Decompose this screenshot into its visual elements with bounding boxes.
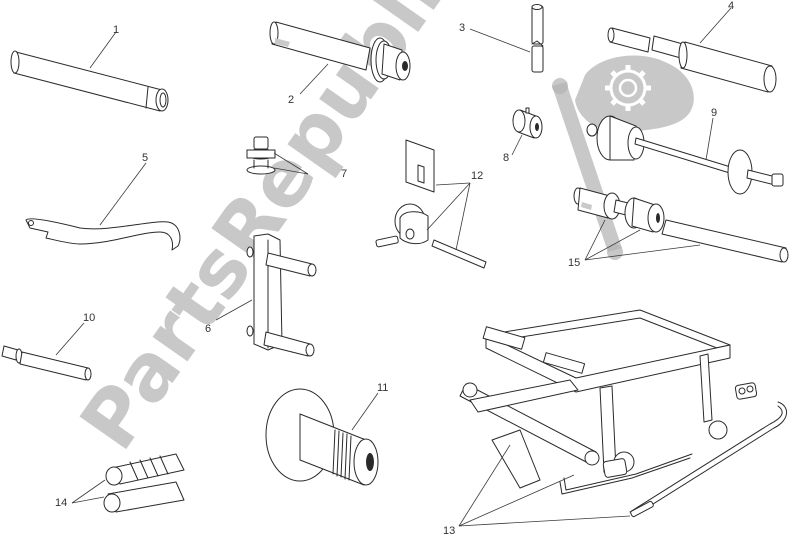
callout-10: 10 bbox=[83, 312, 96, 324]
gear-icon bbox=[605, 65, 651, 111]
callout-14: 14 bbox=[55, 497, 68, 509]
callout-6: 6 bbox=[205, 323, 212, 335]
part-14-split-bushing bbox=[103, 453, 185, 513]
callout-12: 12 bbox=[471, 170, 484, 182]
callout-5: 5 bbox=[142, 152, 149, 164]
part-9-puller-rod bbox=[586, 115, 784, 195]
callout-4: 4 bbox=[728, 0, 735, 12]
part-4-shaft-tool bbox=[607, 27, 777, 93]
callout-1: 1 bbox=[113, 24, 120, 36]
callout-3: 3 bbox=[459, 22, 466, 34]
part-12-timing-plate-set bbox=[375, 139, 487, 269]
part-6-holding-plate bbox=[246, 233, 317, 357]
callout-9: 9 bbox=[711, 107, 718, 119]
part-15-bearing-installer bbox=[573, 187, 789, 263]
part-1-tube bbox=[10, 50, 169, 112]
callout-11: 11 bbox=[377, 382, 389, 394]
callout-8: 8 bbox=[503, 152, 510, 164]
part-3-split-pin bbox=[531, 4, 544, 73]
callout-15: 15 bbox=[568, 257, 581, 269]
leader-lines bbox=[55, 7, 732, 527]
callout-13: 13 bbox=[443, 525, 456, 537]
part-11-threaded-adapter bbox=[265, 388, 379, 486]
part-7-adapter-plug bbox=[246, 136, 276, 175]
part-10-stepped-pin bbox=[1, 345, 92, 381]
callout-2: 2 bbox=[288, 94, 295, 106]
part-2-flanged-drift bbox=[269, 21, 411, 83]
callout-7: 7 bbox=[341, 168, 348, 180]
part-13-lift-stand bbox=[459, 309, 787, 518]
part-8-clamp-collar bbox=[512, 107, 543, 139]
part-5-hook-spanner bbox=[25, 218, 181, 251]
